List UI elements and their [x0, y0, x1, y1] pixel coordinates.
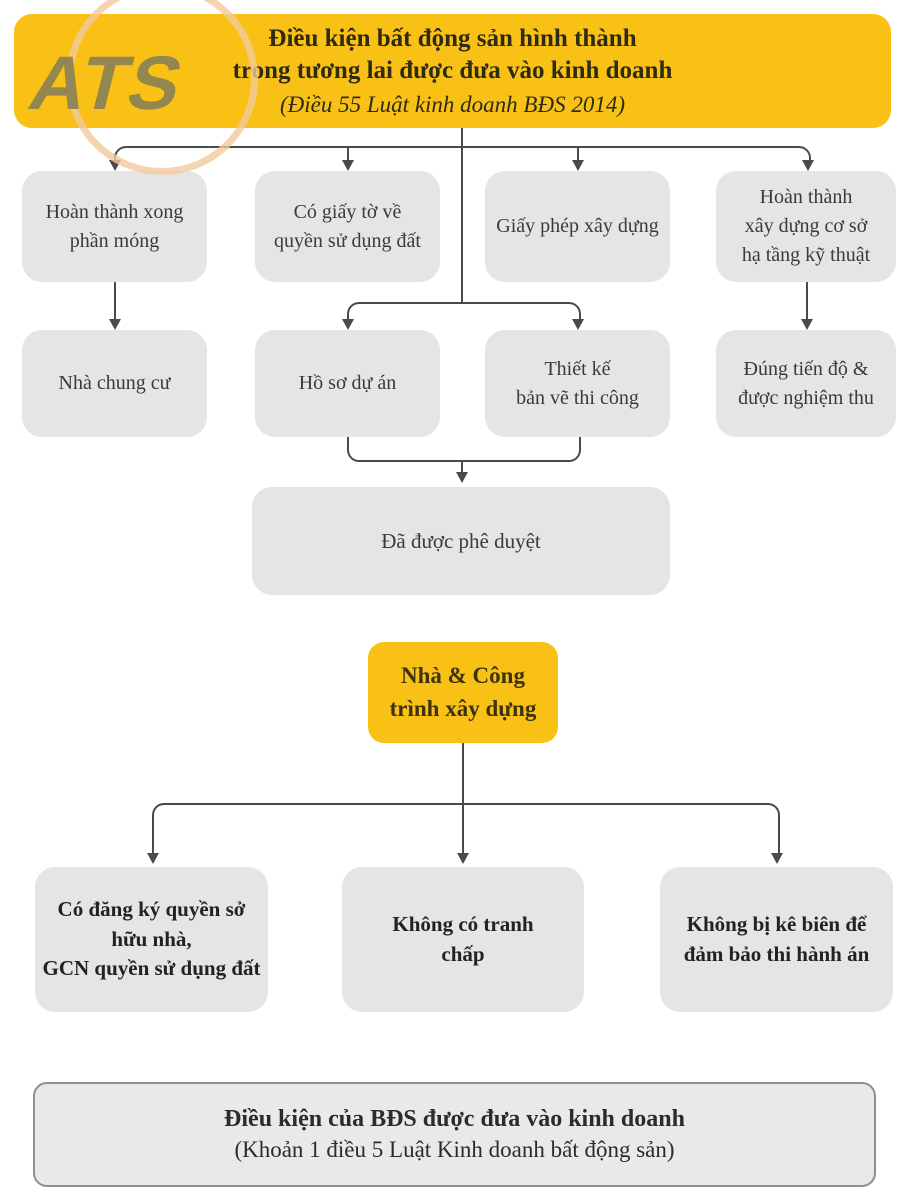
- arrowhead-schedule: [801, 319, 813, 330]
- node-schedule-acceptance: Đúng tiến độ & được nghiệm thu: [716, 330, 896, 437]
- connector-infra-to-schedule: [806, 282, 808, 320]
- connector-foundation-to-apartment: [114, 282, 116, 320]
- footer-banner: Điều kiện của BĐS được đưa vào kinh doan…: [33, 1082, 876, 1187]
- node-land-use-papers: Có giấy tờ về quyền sử dụng đất: [255, 171, 440, 282]
- arrowhead-level1-4: [802, 160, 814, 171]
- node-infrastructure-complete: Hoàn thành xây dựng cơ sở hạ tầng kỹ thu…: [716, 171, 896, 282]
- footer-line1: Điều kiện của BĐS được đưa vào kinh doan…: [224, 1105, 685, 1132]
- header-line3: (Điều 55 Luật kinh doanh BĐS 2014): [280, 91, 625, 117]
- arrowhead-drawings: [572, 319, 584, 330]
- node-apartment-building: Nhà chung cư: [22, 330, 207, 437]
- arrowhead-dossier: [342, 319, 354, 330]
- node-building-permit: Giấy phép xây dựng: [485, 171, 670, 282]
- node-foundation-complete: Hoàn thành xong phần móng: [22, 171, 207, 282]
- node-no-dispute: Không có tranh chấp: [342, 867, 584, 1012]
- node-no-distraint: Không bị kê biên để đảm bảo thi hành án: [660, 867, 893, 1012]
- arrowhead-level3-1: [147, 853, 159, 864]
- connector-header-trunk: [461, 128, 463, 304]
- node-house-and-construction: Nhà & Công trình xây dựng: [368, 642, 558, 743]
- arrowhead-level1-2: [342, 160, 354, 171]
- node-construction-drawings: Thiết kế bản vẽ thi công: [485, 330, 670, 437]
- connector-merge-to-approved: [347, 437, 581, 462]
- arrowhead-level1-1: [109, 160, 121, 171]
- connector-level1-stub-2: [347, 146, 349, 162]
- arrowhead-level3-2: [457, 853, 469, 864]
- logo-arc: [66, 0, 258, 175]
- arrowhead-approved: [456, 472, 468, 483]
- arrowhead-level3-3: [771, 853, 783, 864]
- arrowhead-level1-3: [572, 160, 584, 171]
- footer-line2: (Khoản 1 điều 5 Luật Kinh doanh bất động…: [234, 1137, 675, 1163]
- ats-logo: ATS: [21, 41, 193, 126]
- connector-approved-stub: [461, 460, 463, 474]
- connector-mid-trunk: [462, 743, 464, 855]
- connector-level1-stub-3: [577, 146, 579, 162]
- header-line2: trong tương lai được đưa vào kinh doanh: [232, 57, 673, 85]
- node-project-dossier: Hồ sơ dự án: [255, 330, 440, 437]
- node-ownership-registration: Có đăng ký quyền sở hữu nhà, GCN quyền s…: [35, 867, 268, 1012]
- node-approved: Đã được phê duyệt: [252, 487, 670, 595]
- connector-trunk-split: [347, 302, 581, 320]
- arrowhead-apartment: [109, 319, 121, 330]
- header-line1: Điều kiện bất động sản hình thành: [268, 24, 637, 52]
- connector-level3-rail: [152, 803, 780, 853]
